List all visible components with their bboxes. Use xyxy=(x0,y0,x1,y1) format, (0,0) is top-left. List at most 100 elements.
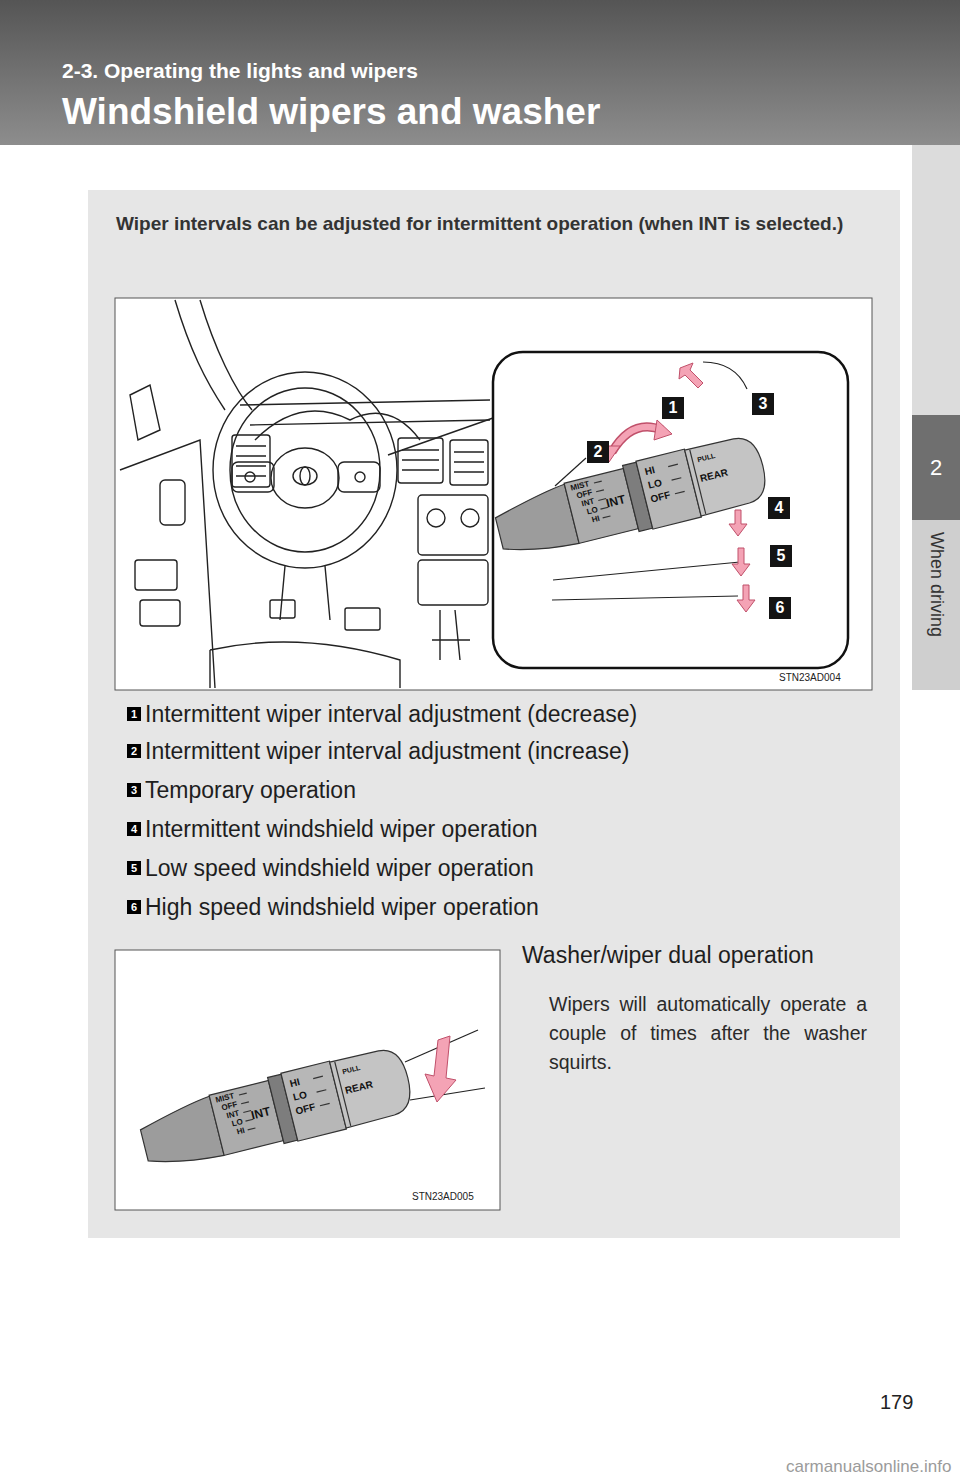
figure-code: STN23AD004 xyxy=(779,673,841,683)
car-interior-illustration xyxy=(213,372,397,568)
motion-arrows xyxy=(732,548,750,576)
subheading: Washer/wiper dual operation xyxy=(522,944,814,967)
side-strip xyxy=(912,145,960,690)
figure-frame xyxy=(115,950,500,1210)
car-interior-illustration xyxy=(338,462,380,492)
watermark: carmanualsonline.info xyxy=(786,1458,951,1475)
car-interior-illustration xyxy=(388,418,493,455)
section-name: When driving xyxy=(926,532,947,637)
car-interior-illustration xyxy=(120,440,215,688)
callout-list-item: 1 Intermittent wiper interval adjustment … xyxy=(127,699,637,729)
switch-position-label: INT xyxy=(250,1105,272,1121)
car-interior-illustration xyxy=(200,300,252,410)
car-interior-illustration xyxy=(250,420,490,425)
leader-lines xyxy=(553,562,740,580)
switch-position-label: HI xyxy=(236,1127,246,1137)
leader-lines xyxy=(552,596,738,600)
car-interior-illustration xyxy=(345,608,380,630)
callout-number: 1 xyxy=(669,400,678,416)
switch-position-label: OFF xyxy=(649,490,671,505)
callout-description: Intermittent wiper interval adjustment (… xyxy=(145,736,629,766)
car-interior-illustration xyxy=(418,560,488,605)
car-interior-illustration xyxy=(140,600,180,626)
body-text: Wipers will automatically operate a coup… xyxy=(549,990,867,1077)
figure-code: STN23AD005 xyxy=(412,1192,474,1202)
switch-position-label: REAR xyxy=(699,467,729,484)
figure-frame xyxy=(115,298,872,690)
callout-number: 5 xyxy=(127,861,141,875)
callout-number-box: 6 xyxy=(769,597,791,619)
car-interior-illustration xyxy=(245,472,255,482)
motion-arrows xyxy=(654,420,672,440)
switch-position-label: HI xyxy=(591,515,601,525)
callout-number: 1 xyxy=(127,707,141,721)
car-interior-illustration xyxy=(255,411,420,440)
car-interior-illustration xyxy=(230,388,380,552)
switch-position-label: OFF xyxy=(294,1102,316,1117)
car-interior-illustration xyxy=(175,300,225,410)
car-interior-illustration xyxy=(271,448,339,508)
car-interior-illustration xyxy=(427,509,445,527)
wiper-lever xyxy=(135,1044,416,1178)
callout-number-box: 3 xyxy=(752,393,774,415)
callout-number-box: 4 xyxy=(768,497,790,519)
callout-number: 2 xyxy=(594,444,603,460)
switch-position-label: HI xyxy=(644,465,656,477)
section-tab: When driving xyxy=(912,520,960,690)
switch-position-label: LO xyxy=(647,478,663,491)
callout-list-item: 6 High speed windshield wiper operation xyxy=(127,892,539,922)
motion-arrows xyxy=(729,510,747,536)
leader-lines xyxy=(703,362,747,389)
car-interior-illustration xyxy=(232,435,270,487)
chapter-tab: 2 xyxy=(912,415,960,520)
car-interior-illustration xyxy=(402,450,484,472)
callout-number: 4 xyxy=(775,500,784,516)
page-number: 179 xyxy=(880,1392,913,1412)
car-interior-illustration xyxy=(210,642,400,688)
car-interior-illustration xyxy=(418,495,488,555)
switch-position-label: PULL xyxy=(342,1064,361,1075)
switch-position-label: HI xyxy=(289,1077,301,1089)
switch-position-label: REAR xyxy=(344,1079,374,1096)
page-title: Windshield wipers and washer xyxy=(62,92,600,133)
car-interior-illustration xyxy=(432,610,470,660)
car-interior-illustration xyxy=(232,462,274,492)
car-interior-illustration xyxy=(293,467,317,485)
switch-position-label: LO xyxy=(292,1090,308,1103)
callout-number: 5 xyxy=(777,548,786,564)
callout-number: 6 xyxy=(127,900,141,914)
callout-description: Intermittent wiper interval adjustment (… xyxy=(145,699,637,729)
wiper-lever xyxy=(490,432,771,566)
callout-number-box: 5 xyxy=(770,545,792,567)
car-interior-illustration xyxy=(120,300,493,688)
motion-arrows xyxy=(679,363,703,388)
chapter-number: 2 xyxy=(930,455,942,481)
car-interior-illustration xyxy=(300,467,310,485)
content-panel-ground xyxy=(88,190,900,1238)
car-interior-illustration xyxy=(160,480,185,525)
car-interior-illustration xyxy=(130,385,160,440)
callout-number: 3 xyxy=(127,783,141,797)
callout-number: 2 xyxy=(127,744,141,758)
callout-number: 6 xyxy=(776,600,785,616)
intro-text: Wiper intervals can be adjusted for inte… xyxy=(116,206,886,241)
callout-number: 3 xyxy=(759,396,768,412)
callout-number: 4 xyxy=(127,822,141,836)
car-interior-illustration xyxy=(135,560,177,590)
callout-description: High speed windshield wiper operation xyxy=(145,892,539,922)
car-interior-illustration xyxy=(355,472,365,482)
header-band xyxy=(0,0,960,145)
car-interior-illustration xyxy=(270,600,295,618)
callout-description: Intermittent windshield wiper operation xyxy=(145,814,537,844)
callout-list-item: 2 Intermittent wiper interval adjustment … xyxy=(127,736,629,766)
car-interior-illustration xyxy=(280,566,330,620)
callout-number-box: 1 xyxy=(662,397,684,419)
callout-description: Temporary operation xyxy=(145,775,356,805)
callout-description: Low speed windshield wiper operation xyxy=(145,853,534,883)
callout-list-item: 3 Temporary operation xyxy=(127,775,356,805)
car-interior-illustration xyxy=(461,509,479,527)
motion-arrows xyxy=(737,585,755,612)
pull-arrow xyxy=(425,1036,456,1102)
content-panel: Wiper intervals can be adjusted for inte… xyxy=(88,190,900,1238)
